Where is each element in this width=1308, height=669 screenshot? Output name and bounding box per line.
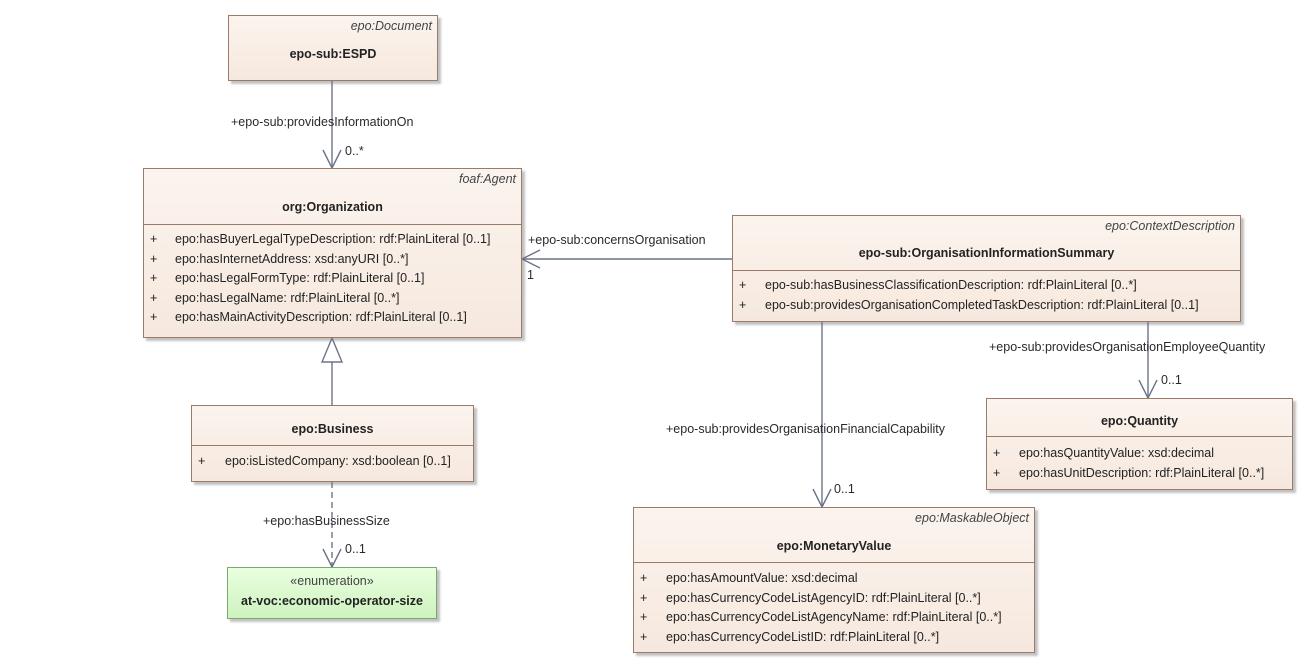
stereotype-label: epo:Document bbox=[350, 19, 432, 33]
attribute-list: + epo:hasBuyerLegalTypeDescription: rdf:P… bbox=[144, 230, 521, 328]
class-business[interactable]: epo:Business + epo:isListedCompany: xsd:b… bbox=[191, 405, 474, 482]
attribute-list: + epo-sub:hasBusinessClassificationDescri… bbox=[733, 276, 1240, 315]
attribute-text: epo:hasAmountValue: xsd:decimal bbox=[666, 571, 858, 585]
visibility-marker: + bbox=[150, 290, 158, 305]
class-name: epo-sub:ESPD bbox=[289, 47, 377, 61]
attribute-text: epo:hasBuyerLegalTypeDescription: rdf:Pl… bbox=[175, 232, 491, 246]
visibility-marker: + bbox=[150, 232, 158, 246]
compartment-divider bbox=[192, 445, 473, 446]
compartment-divider bbox=[987, 436, 1292, 437]
class-organisation-information-summary[interactable]: epo:ContextDescription epo-sub:Organisat… bbox=[732, 215, 1241, 322]
compartment-divider bbox=[144, 224, 521, 225]
visibility-marker: + bbox=[640, 590, 648, 605]
visibility-marker: + bbox=[150, 251, 158, 266]
attribute-list: + epo:hasQuantityValue: xsd:decimal + epo:… bbox=[987, 444, 1292, 483]
attribute-item[interactable]: + epo:hasLegalName: rdf:PlainLiteral [0..… bbox=[144, 289, 521, 309]
class-monetary-value[interactable]: epo:MaskableObject epo:MonetaryValue + ep… bbox=[633, 507, 1035, 653]
compartment-divider bbox=[634, 562, 1034, 563]
role-label-employee-quantity: +epo-sub:providesOrganisationEmployeeQua… bbox=[989, 340, 1266, 354]
attribute-text: epo:isListedCompany: xsd:boolean [0..1] bbox=[225, 454, 451, 468]
visibility-marker: + bbox=[739, 297, 747, 312]
attribute-text: epo:hasCurrencyCodeListID: rdf:PlainLite… bbox=[666, 629, 940, 644]
attribute-item[interactable]: + epo:hasCurrencyCodeListID: rdf:PlainLit… bbox=[634, 628, 1034, 648]
class-name: epo-sub:OrganisationInformationSummary bbox=[858, 246, 1115, 260]
class-quantity[interactable]: epo:Quantity + epo:hasQuantityValue: xsd:… bbox=[986, 398, 1293, 490]
visibility-marker: + bbox=[993, 446, 1001, 460]
attribute-item[interactable]: + epo:hasQuantityValue: xsd:decimal bbox=[987, 444, 1292, 464]
attribute-item[interactable]: + epo:isListedCompany: xsd:boolean [0..1] bbox=[192, 452, 473, 472]
class-name: epo:MonetaryValue bbox=[776, 539, 892, 553]
class-name: epo:Quantity bbox=[1100, 414, 1179, 428]
visibility-marker: + bbox=[150, 271, 158, 285]
multiplicity-label-has-business-size: 0..1 bbox=[345, 542, 366, 556]
role-label-financial-capability: +epo-sub:providesOrganisationFinancialCa… bbox=[666, 422, 945, 436]
visibility-marker: + bbox=[739, 278, 747, 292]
multiplicity-label-financial-capability: 0..1 bbox=[834, 482, 855, 496]
attribute-list: + epo:hasAmountValue: xsd:decimal + epo:ha… bbox=[634, 569, 1034, 647]
attribute-text: epo-sub:hasBusinessClassificationDescrip… bbox=[765, 278, 1137, 292]
role-label-provides-information-on: +epo-sub:providesInformationOn bbox=[231, 115, 414, 129]
attribute-text: epo:hasLegalName: rdf:PlainLiteral [0..*… bbox=[175, 290, 400, 305]
attribute-text: epo:hasUnitDescription: rdf:PlainLiteral… bbox=[1019, 465, 1265, 480]
attribute-text: epo:hasCurrencyCodeListAgencyID: rdf:Pla… bbox=[666, 590, 981, 605]
multiplicity-label-concerns-organisation: 1 bbox=[527, 268, 534, 282]
attribute-text: epo:hasQuantityValue: xsd:decimal bbox=[1019, 446, 1215, 460]
attribute-text: epo:hasMainActivityDescription: rdf:Plai… bbox=[175, 310, 467, 324]
multiplicity-label-employee-quantity: 0..1 bbox=[1161, 373, 1182, 387]
attribute-item[interactable]: + epo-sub:hasBusinessClassificationDescri… bbox=[733, 276, 1240, 296]
attribute-item[interactable]: + epo-sub:providesOrganisationCompletedTa… bbox=[733, 296, 1240, 316]
generalization-triangle bbox=[320, 336, 344, 363]
attribute-text: epo:hasInternetAddress: xsd:anyURI [0..*… bbox=[175, 251, 409, 266]
attribute-list: + epo:isListedCompany: xsd:boolean [0..1] bbox=[192, 452, 473, 472]
arrowhead-concerns-organisation bbox=[520, 249, 541, 269]
attribute-text: epo:hasCurrencyCodeListAgencyName: rdf:P… bbox=[666, 610, 1002, 624]
stereotype-label: epo:ContextDescription bbox=[1105, 219, 1235, 233]
class-name: at-voc:economic-operator-size bbox=[241, 594, 423, 608]
attribute-text: epo-sub:providesOrganisationCompletedTas… bbox=[765, 297, 1199, 312]
attribute-text: epo:hasLegalFormType: rdf:PlainLiteral [… bbox=[175, 271, 425, 285]
visibility-marker: + bbox=[198, 454, 206, 468]
visibility-marker: + bbox=[640, 629, 648, 644]
attribute-item[interactable]: + epo:hasInternetAddress: xsd:anyURI [0..… bbox=[144, 250, 521, 270]
class-organization[interactable]: foaf:Agent org:Organization + epo:hasBuye… bbox=[143, 168, 522, 338]
attribute-item[interactable]: + epo:hasBuyerLegalTypeDescription: rdf:P… bbox=[144, 230, 521, 250]
role-label-has-business-size: +epo:hasBusinessSize bbox=[263, 514, 390, 528]
attribute-item[interactable]: + epo:hasUnitDescription: rdf:PlainLitera… bbox=[987, 464, 1292, 484]
attribute-item[interactable]: + epo:hasCurrencyCodeListAgencyName: rdf:… bbox=[634, 608, 1034, 628]
attribute-item[interactable]: + epo:hasMainActivityDescription: rdf:Pla… bbox=[144, 308, 521, 328]
stereotype-label: «enumeration» bbox=[290, 574, 374, 588]
visibility-marker: + bbox=[640, 571, 648, 585]
stereotype-label: foaf:Agent bbox=[459, 172, 516, 186]
visibility-marker: + bbox=[150, 310, 158, 324]
class-name: epo:Business bbox=[291, 422, 374, 436]
class-espd[interactable]: epo:Document epo-sub:ESPD bbox=[228, 15, 438, 81]
class-name: org:Organization bbox=[282, 200, 383, 214]
visibility-marker: + bbox=[640, 610, 648, 624]
enumeration-economic-operator-size[interactable]: «enumeration» at-voc:economic-operator-s… bbox=[227, 567, 437, 619]
visibility-marker: + bbox=[993, 465, 1001, 480]
attribute-item[interactable]: + epo:hasLegalFormType: rdf:PlainLiteral … bbox=[144, 269, 521, 289]
role-label-concerns-organisation: +epo-sub:concernsOrganisation bbox=[528, 233, 706, 247]
attribute-item[interactable]: + epo:hasAmountValue: xsd:decimal bbox=[634, 569, 1034, 589]
stereotype-label: epo:MaskableObject bbox=[915, 511, 1029, 525]
multiplicity-label-provides-information-on: 0..* bbox=[345, 144, 364, 158]
attribute-item[interactable]: + epo:hasCurrencyCodeListAgencyID: rdf:Pl… bbox=[634, 589, 1034, 609]
compartment-divider bbox=[733, 270, 1240, 271]
